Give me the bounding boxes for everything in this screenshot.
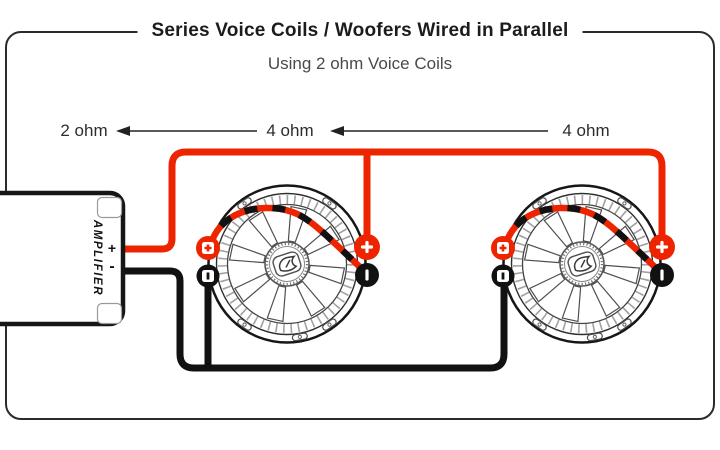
amplifier-negative-terminal-label: - bbox=[109, 258, 115, 275]
impedance-woofer1-label: 4 ohm bbox=[266, 121, 314, 140]
impedance-woofer2-label: 4 ohm bbox=[562, 121, 610, 140]
diagram-subtitle: Using 2 ohm Voice Coils bbox=[267, 54, 453, 73]
diagram-title: Series Voice Coils / Woofers Wired in Pa… bbox=[137, 18, 583, 44]
amplifier-positive-terminal-label: + bbox=[107, 240, 117, 256]
amplifier-label: AMPLIFIER bbox=[91, 219, 103, 297]
impedance-total-label: 2 ohm bbox=[60, 121, 108, 140]
diagram-border-frame bbox=[5, 31, 715, 420]
